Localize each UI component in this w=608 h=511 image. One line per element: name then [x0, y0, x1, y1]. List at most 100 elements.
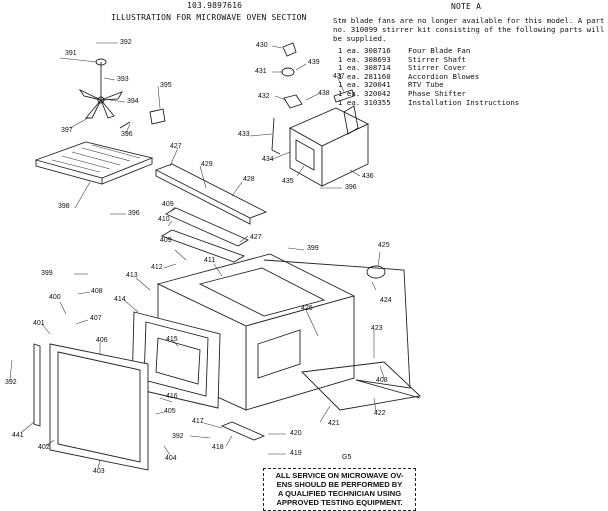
callout-label: 437	[333, 73, 345, 80]
note-line: Stm blade fans are no longer available f…	[333, 16, 605, 25]
callout-label: 399	[307, 245, 319, 252]
callout-label: 425	[378, 242, 390, 249]
channel-bars	[154, 163, 268, 263]
part-description: RTV Tube	[408, 80, 444, 90]
callout-label: 438	[318, 90, 330, 97]
part-description: Four Blade Fan	[408, 46, 471, 55]
callout-label: 424	[380, 297, 392, 304]
callout-label: 415	[166, 336, 178, 343]
callout-label: 436	[362, 173, 374, 180]
control-knob	[366, 265, 386, 279]
callout-label: 408	[376, 377, 388, 384]
note-line: no. 310099 stirrer kit consisting of the…	[333, 25, 605, 34]
part-row: 1 ea.320042 Phase Shifter	[338, 88, 519, 99]
part-qty: 1 ea.	[338, 46, 361, 55]
part-description: Accordion Blowes	[408, 71, 480, 81]
callout-label: 434	[262, 156, 274, 163]
callout-label: 411	[204, 257, 216, 264]
callout-label: 412	[151, 264, 163, 271]
callout-label: 404	[165, 455, 177, 462]
callout-label: 400	[49, 294, 61, 301]
callout-label: 431	[255, 68, 267, 75]
callout-label: 408	[91, 288, 103, 295]
part-number: 281160	[364, 71, 391, 81]
part-description: Phase Shifter	[408, 88, 466, 98]
part-number: 308693	[364, 54, 391, 64]
callout-label: 420	[290, 430, 302, 437]
service-warning-line: ENS SHOULD BE PERFORMED BY	[276, 480, 403, 489]
callout-label: 394	[127, 98, 139, 105]
callout-label: 426	[301, 305, 313, 312]
callout-label: 396	[345, 184, 357, 191]
part-number: 320041	[364, 80, 391, 90]
callout-label: 417	[192, 418, 204, 425]
callout-label: 430	[256, 42, 268, 49]
service-warning-line: A QUALIFIED TECHNICIAN USING	[277, 489, 402, 498]
part-row: 1 ea.308693 Stirrer Shaft	[338, 54, 519, 65]
part-number: 308714	[364, 63, 391, 73]
callout-label: 439	[308, 59, 320, 66]
stirrer-fan-assembly	[78, 58, 166, 129]
part-row: 1 ea.310355 Installation Instructions	[338, 97, 520, 108]
callout-label: 422	[374, 410, 386, 417]
callout-label: 433	[238, 131, 250, 138]
callout-label: 393	[117, 76, 129, 83]
callout-label: 410	[158, 216, 170, 223]
callout-label: 396	[121, 131, 133, 138]
part-number: 320042	[364, 88, 391, 98]
note-heading: NOTE A	[451, 2, 482, 11]
part-row: 1 ea.281160 Accordion Blowes	[338, 71, 519, 82]
callout-label: 392	[5, 379, 17, 386]
callout-label: 409	[162, 201, 174, 208]
callout-label: 428	[243, 176, 255, 183]
callout-label: 441	[12, 432, 24, 439]
callout-label: 419	[290, 450, 302, 457]
part-description: Stirrer Shaft	[408, 54, 466, 64]
callout-label: 423	[371, 325, 383, 332]
document-id: 103.9897616	[187, 1, 243, 10]
note-line: be supplied.	[333, 34, 387, 43]
callout-label: 407	[90, 315, 102, 322]
callout-label: 405	[164, 408, 176, 415]
part-qty: 1 ea.	[338, 71, 361, 81]
illustration-title: ILLUSTRATION FOR MICROWAVE OVEN SECTION	[111, 13, 307, 22]
callout-label: 392	[172, 433, 184, 440]
note-text: Stm blade fans are no longer available f…	[333, 16, 604, 43]
callout-label: 397	[61, 127, 73, 134]
part-number: 310355	[364, 97, 391, 107]
callout-label: 418	[212, 444, 224, 451]
part-qty: 1 ea.	[338, 63, 361, 73]
callout-label: 402	[38, 444, 50, 451]
callout-label: 435	[282, 178, 294, 185]
waveguide-assembly	[271, 42, 370, 187]
callout-label: 414	[114, 296, 126, 303]
callout-label: 398	[58, 203, 70, 210]
callout-label: 403	[93, 468, 105, 475]
part-qty: 1 ea.	[338, 80, 361, 90]
part-qty: 1 ea.	[338, 88, 361, 98]
callout-label: 429	[201, 161, 213, 168]
hinge-bar	[220, 421, 266, 441]
callout-label: 427	[170, 143, 182, 150]
callout-label: 395	[160, 82, 172, 89]
callout-label: 421	[328, 420, 340, 427]
shelf-assembly	[34, 141, 154, 185]
part-number: 308716	[364, 46, 391, 55]
callout-label: 401	[33, 320, 45, 327]
service-warning-line: ALL SERVICE ON MICROWAVE OV-	[275, 471, 404, 480]
callout-label: 392	[120, 39, 132, 46]
callout-label: 427	[250, 234, 262, 241]
callout-label: 413	[126, 272, 138, 279]
part-row: 1 ea.308716 Four Blade Fan	[338, 46, 519, 56]
door-panel	[33, 343, 149, 471]
service-warning-line: APPROVED TESTING EQUIPMENT.	[276, 498, 403, 507]
part-qty: 1 ea.	[338, 54, 361, 64]
callout-label: 396	[128, 210, 140, 217]
callout-label: 399	[41, 270, 53, 277]
callout-label: 432	[258, 93, 270, 100]
part-qty: 1 ea.	[338, 97, 361, 107]
part-description: Installation Instructions	[408, 97, 520, 107]
